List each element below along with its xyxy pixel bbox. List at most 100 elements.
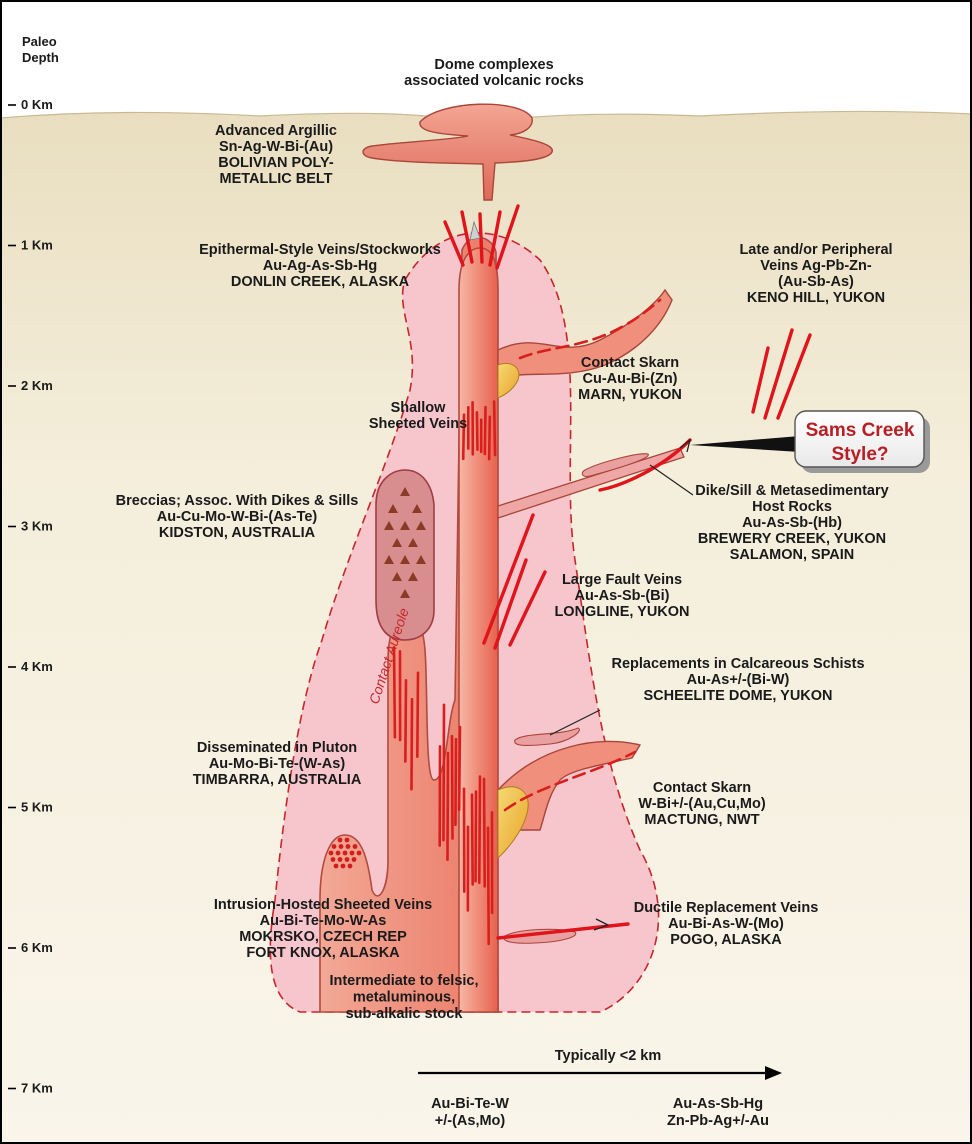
label-line: Dome complexes: [434, 57, 553, 73]
sheeted-vein: [494, 402, 495, 455]
callout-line2: Style?: [831, 444, 888, 465]
sheeted-vein: [488, 828, 489, 944]
label-line: Au-Cu-Mo-W-Bi-(As-Te): [157, 509, 318, 525]
disseminated-dot: [352, 857, 357, 862]
label-line: Intermediate to felsic,: [329, 973, 478, 989]
label-line: Contact Skarn: [581, 355, 679, 371]
sheeted-vein: [443, 705, 444, 840]
label-line: Advanced Argillic: [215, 123, 337, 139]
label-line: Sn-Ag-W-Bi-(Au): [219, 139, 333, 155]
distance-arrow-label: Typically <2 km: [555, 1048, 662, 1064]
label-line: Ductile Replacement Veins: [634, 900, 819, 916]
label-line: (Au-Sb-As): [778, 274, 854, 290]
label-line: Disseminated in Pluton: [197, 740, 357, 756]
sheeted-vein: [477, 412, 478, 449]
sheeted-vein: [405, 680, 406, 761]
depth-tick-label: 6 Km: [21, 940, 53, 955]
sheeted-vein: [455, 739, 456, 825]
disseminated-dot: [338, 857, 343, 862]
label-line: Cu-Au-Bi-(Zn): [582, 371, 677, 387]
sheeted-vein: [479, 777, 480, 883]
disseminated-dot: [332, 844, 337, 849]
label-line: Au-Mo-Bi-Te-(W-As): [209, 756, 346, 772]
sheeted-vein: [485, 407, 486, 454]
label-line: FORT KNOX, ALASKA: [246, 945, 400, 961]
disseminated-dot: [341, 864, 346, 869]
label-large-fault: Large Fault VeinsAu-As-Sb-(Bi)LONGLINE, …: [554, 572, 689, 620]
label-line: SCHEELITE DOME, YUKON: [643, 688, 832, 704]
sheeted-vein: [484, 779, 485, 886]
sheeted-vein: [489, 417, 490, 459]
label-line: Host Rocks: [752, 499, 832, 515]
disseminated-dot: [346, 844, 351, 849]
label-disseminated: Disseminated in PlutonAu-Mo-Bi-Te-(W-As)…: [193, 740, 362, 788]
label-line: metaluminous,: [353, 990, 455, 1006]
label-line: Intrusion-Hosted Sheeted Veins: [214, 897, 432, 913]
depth-tick-label: 0 Km: [21, 97, 53, 112]
label-line: KENO HILL, YUKON: [747, 290, 885, 306]
label-line: Shallow: [391, 400, 447, 416]
label-line: Epithermal-Style Veins/Stockworks: [199, 242, 441, 258]
depth-tick-label: 3 Km: [21, 519, 53, 534]
depth-tick-label: 2 Km: [21, 378, 53, 393]
depth-tick-label: 7 Km: [21, 1081, 53, 1096]
label-line: METALLIC BELT: [219, 171, 332, 187]
axis-title-line1: Paleo: [22, 34, 57, 49]
label-line: Replacements in Calcareous Schists: [611, 656, 864, 672]
label-line: MOKRSKO, CZECH REP: [239, 929, 407, 945]
label-line: Contact Skarn: [653, 780, 751, 796]
depth-tick-label: 5 Km: [21, 800, 53, 815]
sheeted-vein: [417, 673, 418, 757]
label-advanced-argillic: Advanced ArgillicSn-Ag-W-Bi-(Au)BOLIVIAN…: [215, 123, 337, 187]
proximal-assemblage-line1: Au-Bi-Te-W: [431, 1096, 509, 1112]
label-line: Au-As-Sb-(Bi): [574, 588, 669, 604]
label-line: Large Fault Veins: [562, 572, 682, 588]
callout-line1: Sams Creek: [806, 420, 915, 441]
disseminated-dot: [357, 851, 362, 856]
distal-assemblage-line1: Au-As-Sb-Hg: [673, 1096, 763, 1112]
label-line: BOLIVIAN POLY-: [218, 155, 334, 171]
sheeted-vein: [411, 699, 412, 789]
disseminated-dot: [343, 851, 348, 856]
label-line: Veins Ag-Pb-Zn-: [760, 258, 872, 274]
axis-title-line2: Depth: [22, 50, 59, 65]
label-line: Late and/or Peripheral: [739, 242, 892, 258]
disseminated-dot: [345, 838, 350, 843]
sheeted-vein: [472, 795, 473, 885]
disseminated-dot: [348, 864, 353, 869]
disseminated-dot: [329, 851, 334, 856]
label-line: Breccias; Assoc. With Dikes & Sills: [116, 493, 359, 509]
proximal-assemblage-line2: +/-(As,Mo): [435, 1113, 506, 1129]
label-intrusion-hosted: Intrusion-Hosted Sheeted VeinsAu-Bi-Te-M…: [214, 897, 432, 961]
label-line: POGO, ALASKA: [670, 932, 782, 948]
label-line: W-Bi+/-(Au,Cu,Mo): [638, 796, 766, 812]
label-line: Au-As-Sb-(Hb): [742, 515, 842, 531]
label-line: SALAMON, SPAIN: [730, 547, 855, 563]
label-line: Dike/Sill & Metasedimentary: [695, 483, 888, 499]
disseminated-dot: [353, 844, 358, 849]
disseminated-dot: [336, 851, 341, 856]
label-line: sub-alkalic stock: [346, 1006, 464, 1022]
label-line: MARN, YUKON: [578, 387, 682, 403]
label-line: LONGLINE, YUKON: [554, 604, 689, 620]
disseminated-dot: [331, 857, 336, 862]
disseminated-dot: [339, 844, 344, 849]
sheeted-vein: [452, 736, 453, 838]
label-line: KIDSTON, AUSTRALIA: [159, 525, 316, 541]
disseminated-dot: [345, 857, 350, 862]
label-line: Au-Bi-As-W-(Mo): [668, 916, 784, 932]
disseminated-dot: [338, 838, 343, 843]
label-line: Au-Ag-As-Sb-Hg: [263, 258, 377, 274]
sheeted-vein: [447, 753, 448, 860]
depth-tick-label: 1 Km: [21, 238, 53, 253]
label-line: associated volcanic rocks: [404, 73, 584, 89]
disseminated-dot: [350, 851, 355, 856]
distal-assemblage-line2: Zn-Pb-Ag+/-Au: [667, 1113, 769, 1129]
label-line: Sheeted Veins: [369, 416, 467, 432]
label-line: BREWERY CREEK, YUKON: [698, 531, 886, 547]
label-line: MACTUNG, NWT: [644, 812, 759, 828]
